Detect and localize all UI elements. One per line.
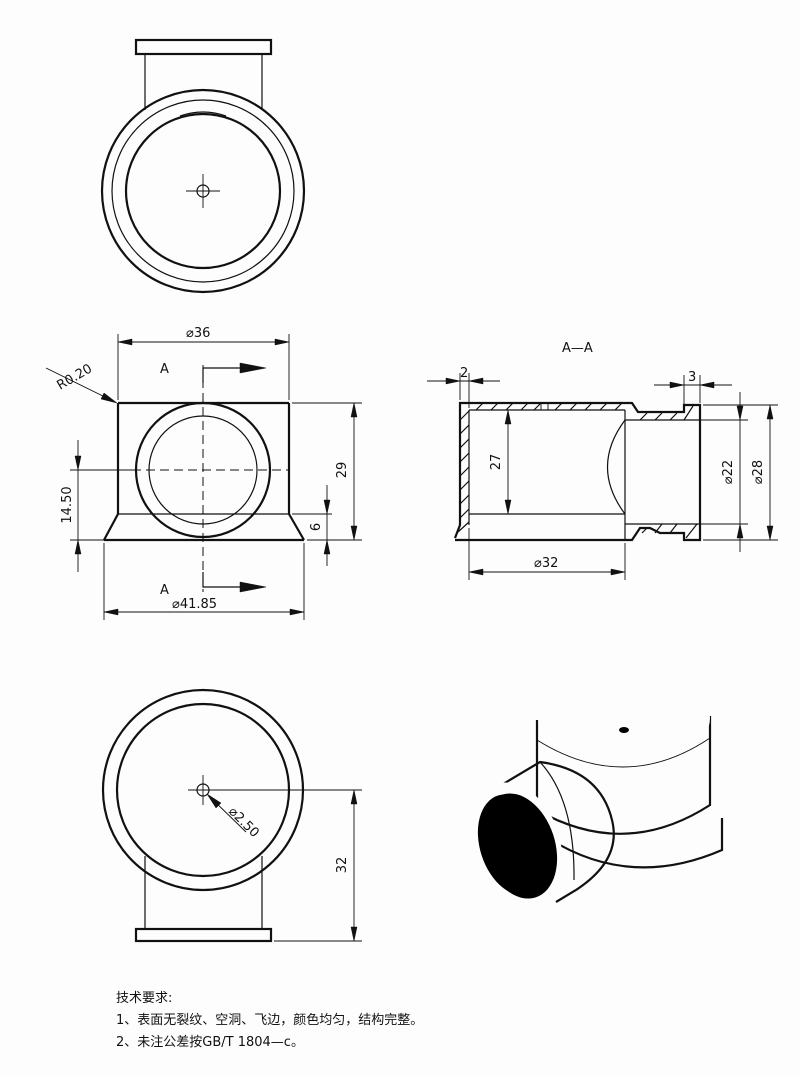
dim-3: 3 <box>688 370 696 385</box>
isometric-view <box>465 668 724 908</box>
section-title: A—A <box>562 341 593 356</box>
notes-line-1: 1、表面无裂纹、空洞、飞边，颜色均匀，结构完整。 <box>116 1013 424 1028</box>
notes-title: 技术要求: <box>116 991 173 1006</box>
dim-dia-41-85: ⌀41.85 <box>172 597 217 612</box>
dim-14-50: 14.50 <box>60 486 75 523</box>
section-a-a-view: A—A <box>427 341 778 580</box>
dim-dia-36: ⌀36 <box>186 326 210 341</box>
dim-dia-22: ⌀22 <box>721 460 736 484</box>
technical-requirements: 技术要求: 1、表面无裂纹、空洞、飞边，颜色均匀，结构完整。 2、未注公差按GB… <box>116 988 423 1054</box>
front-view: A A ⌀36 R0.20 29 6 14.50 <box>45 326 362 620</box>
dim-dia-32: ⌀32 <box>534 556 558 571</box>
dim-dia-28: ⌀28 <box>751 460 766 484</box>
section-label-a-bottom: A <box>160 583 169 598</box>
notes-line-2: 2、未注公差按GB/T 1804—c。 <box>116 1035 304 1050</box>
dim-6: 6 <box>309 523 324 531</box>
dim-32: 32 <box>335 857 350 874</box>
top-view <box>100 38 306 294</box>
section-label-a-top: A <box>160 362 169 377</box>
dim-27: 27 <box>489 454 504 471</box>
bottom-view: ⌀2.50 32 <box>101 688 362 943</box>
dim-2: 2 <box>460 366 468 381</box>
dim-29: 29 <box>335 462 350 479</box>
dim-dia-2-50: ⌀2.50 <box>225 804 262 841</box>
